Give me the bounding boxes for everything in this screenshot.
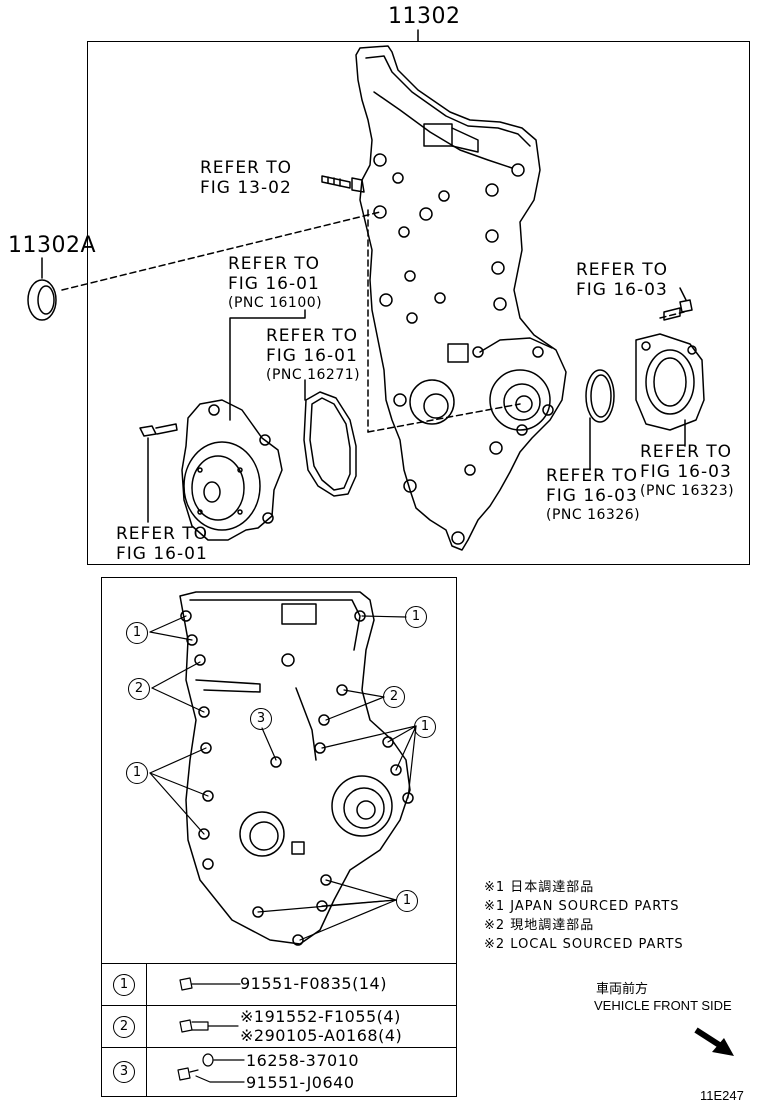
ref-inlet-bolt[interactable]: REFER TO FIG 16-03 (576, 260, 668, 300)
front-side-en: VEHICLE FRONT SIDE (594, 998, 732, 1013)
pump-gasket (303, 391, 357, 497)
detail-rib (195, 679, 261, 693)
part-number-16258-37010[interactable]: 16258-37010 (246, 1051, 360, 1070)
front-side-jp: 車両前方 (596, 982, 649, 997)
cover-window-tab (451, 127, 479, 153)
part-number-91552-F1055[interactable]: ※191552-F1055(4) (240, 1007, 401, 1026)
detail-bolt-holes (180, 610, 414, 946)
detail-crank-bore-outer (239, 811, 285, 857)
timing-cover-inner-rib (373, 91, 513, 169)
pump-bolt (139, 423, 178, 523)
pump-leader (229, 309, 306, 421)
ref-inlet-housing-pnc: (PNC 16323) (640, 483, 735, 499)
ref-stud-bolt-line2: FIG 13-02 (200, 178, 292, 198)
table-row-divider-2 (101, 1047, 457, 1048)
callout-1-mid-right: 1 (414, 716, 436, 738)
part-number-91551-J0640[interactable]: 91551-J0640 (246, 1073, 355, 1092)
ref-inlet-housing-line2: FIG 16-03 (640, 462, 732, 482)
ref-inlet-housing-line1: REFER TO (640, 442, 733, 462)
pump-bore-outer (489, 369, 551, 431)
stud-bolt (321, 175, 365, 193)
part-number-91551-F0835[interactable]: 91551-F0835(14) (240, 974, 387, 993)
detail-pump-bore-outer (331, 775, 393, 837)
ref-water-pump-gasket[interactable]: REFER TO FIG 16-01 (PNC 16271) (266, 326, 360, 384)
cover-boss (447, 343, 469, 363)
note-local-jp: ※2 現地調達部品 (484, 918, 595, 933)
detail-cover-flange (189, 599, 361, 651)
ref-water-pump-outlet[interactable]: REFER TO FIG 16-01 (PNC 16100) (228, 254, 322, 312)
note-local-en: ※2 LOCAL SOURCED PARTS (484, 937, 684, 952)
detail-inner-rib (295, 687, 317, 761)
ref-inlet-bolt-line1: REFER TO (576, 260, 669, 280)
crank-seal-bore-outer (409, 379, 455, 425)
ref-o-ring-line1: REFER TO (546, 466, 639, 486)
detail-window (281, 603, 317, 625)
callout-1-bottom-right: 1 (396, 890, 418, 912)
ref-stud-bolt-line1: REFER TO (200, 158, 293, 178)
o-ring-inner (590, 374, 612, 418)
ref-inlet-housing[interactable]: REFER TO FIG 16-03 (PNC 16323) (640, 442, 734, 500)
main-part-number[interactable]: 11302 (388, 4, 461, 29)
note-japan-en: ※1 JAPAN SOURCED PARTS (484, 899, 680, 914)
callout-1-top-left: 1 (126, 622, 148, 644)
callout-1-top-right: 1 (405, 606, 427, 628)
o-ring-outer (585, 369, 615, 423)
callout-1-mid-left: 1 (126, 762, 148, 784)
table-key-1: 1 (113, 974, 135, 996)
callout-leaders (149, 615, 417, 941)
sourcing-notes: ※1 日本調達部品 ※1 JAPAN SOURCED PARTS ※2 現地調達… (484, 878, 684, 954)
water-pump (181, 399, 283, 541)
crank-seal-bore-inner (423, 393, 449, 419)
note-japan-jp: ※1 日本調達部品 (484, 880, 595, 895)
ref-pump-gasket-line1: REFER TO (266, 326, 359, 346)
callout-2-right: 2 (383, 686, 405, 708)
figure-code: 11E247 (700, 1088, 744, 1103)
detail-crank-bore-inner (249, 821, 279, 851)
cover-bolt-holes (373, 153, 554, 545)
table-key-2: 2 (113, 1016, 135, 1038)
ref-pump-bolt-line2: FIG 16-01 (116, 544, 208, 564)
ref-o-ring-line2: FIG 16-03 (546, 486, 638, 506)
detail-boss (291, 841, 305, 855)
ref-water-pump-bolt[interactable]: REFER TO FIG 16-01 (116, 524, 208, 564)
table-key-3: 3 (113, 1061, 135, 1083)
ref-pump-outlet-pnc: (PNC 16100) (228, 295, 323, 311)
table-col-divider (146, 963, 147, 1097)
callout-2-left: 2 (128, 678, 150, 700)
timing-cover-top-flange (365, 55, 531, 147)
ref-o-ring[interactable]: REFER TO FIG 16-03 (PNC 16326) (546, 466, 640, 524)
ref-pump-bolt-line1: REFER TO (116, 524, 209, 544)
table-top-line (101, 963, 457, 964)
ref-stud-bolt[interactable]: REFER TO FIG 13-02 (200, 158, 292, 198)
ref-pump-gasket-pnc: (PNC 16271) (266, 367, 361, 383)
pump-bore-mid (503, 383, 541, 421)
inlet-bolt-leader (679, 287, 687, 301)
pump-bore-rim (479, 337, 553, 353)
ref-pump-gasket-line2: FIG 16-01 (266, 346, 358, 366)
cover-window (423, 123, 453, 147)
detail-pump-bore-inner (356, 800, 376, 820)
ref-pump-outlet-line1: REFER TO (228, 254, 321, 274)
oil-seal-part-number[interactable]: 11302A (8, 233, 97, 258)
detail-pump-bore-mid (343, 787, 385, 829)
oil-seal-outer (27, 279, 57, 321)
detail-cover-outline (179, 591, 411, 945)
callout-3: 3 (250, 708, 272, 730)
ref-o-ring-pnc: (PNC 16326) (546, 507, 641, 523)
ref-pump-outlet-line2: FIG 16-01 (228, 274, 320, 294)
inlet-bolt (663, 299, 693, 321)
inlet-housing (635, 333, 705, 431)
table-row-divider-1 (101, 1005, 457, 1006)
parts-table-icons (177, 977, 245, 1083)
part-number-90105-A0168[interactable]: ※290105-A0168(4) (240, 1026, 403, 1045)
front-direction-arrow (694, 1027, 734, 1056)
ref-inlet-bolt-line2: FIG 16-03 (576, 280, 668, 300)
oil-seal-inner (37, 285, 55, 315)
detail-view-frame (101, 577, 457, 1097)
timing-cover-outline (355, 45, 567, 551)
